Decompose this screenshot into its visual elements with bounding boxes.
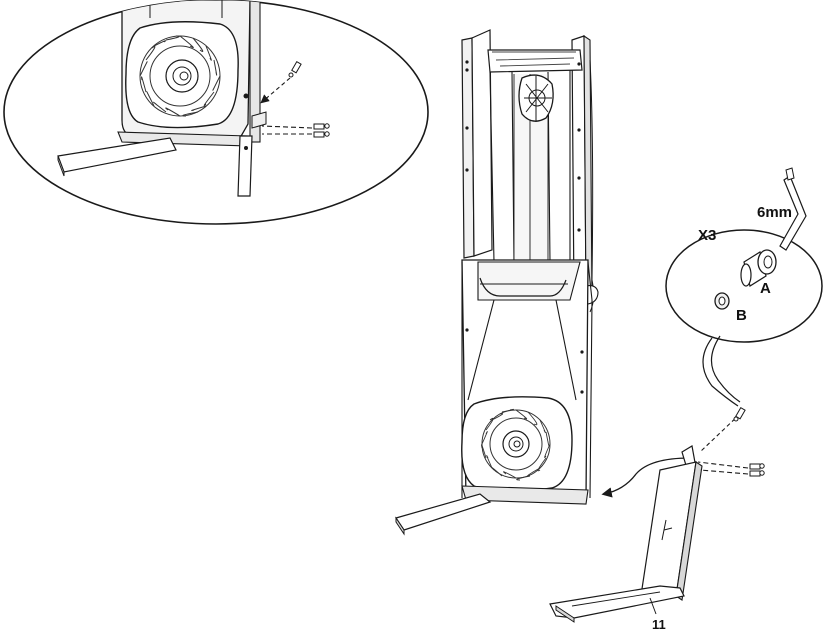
part-b-label: B: [736, 308, 747, 323]
detail-view-ellipse: [4, 0, 428, 224]
front-stabilizer: [396, 494, 490, 534]
tool-size-label: 6mm: [757, 205, 792, 220]
part-number-label: 11: [652, 618, 666, 631]
part-a-label: A: [760, 281, 771, 296]
quantity-label: X3: [698, 228, 716, 243]
handle-assembly: [519, 75, 553, 122]
main-fan-shroud: [462, 397, 572, 492]
hardware-callout: [666, 168, 822, 406]
washer-b-icon: [715, 293, 729, 309]
